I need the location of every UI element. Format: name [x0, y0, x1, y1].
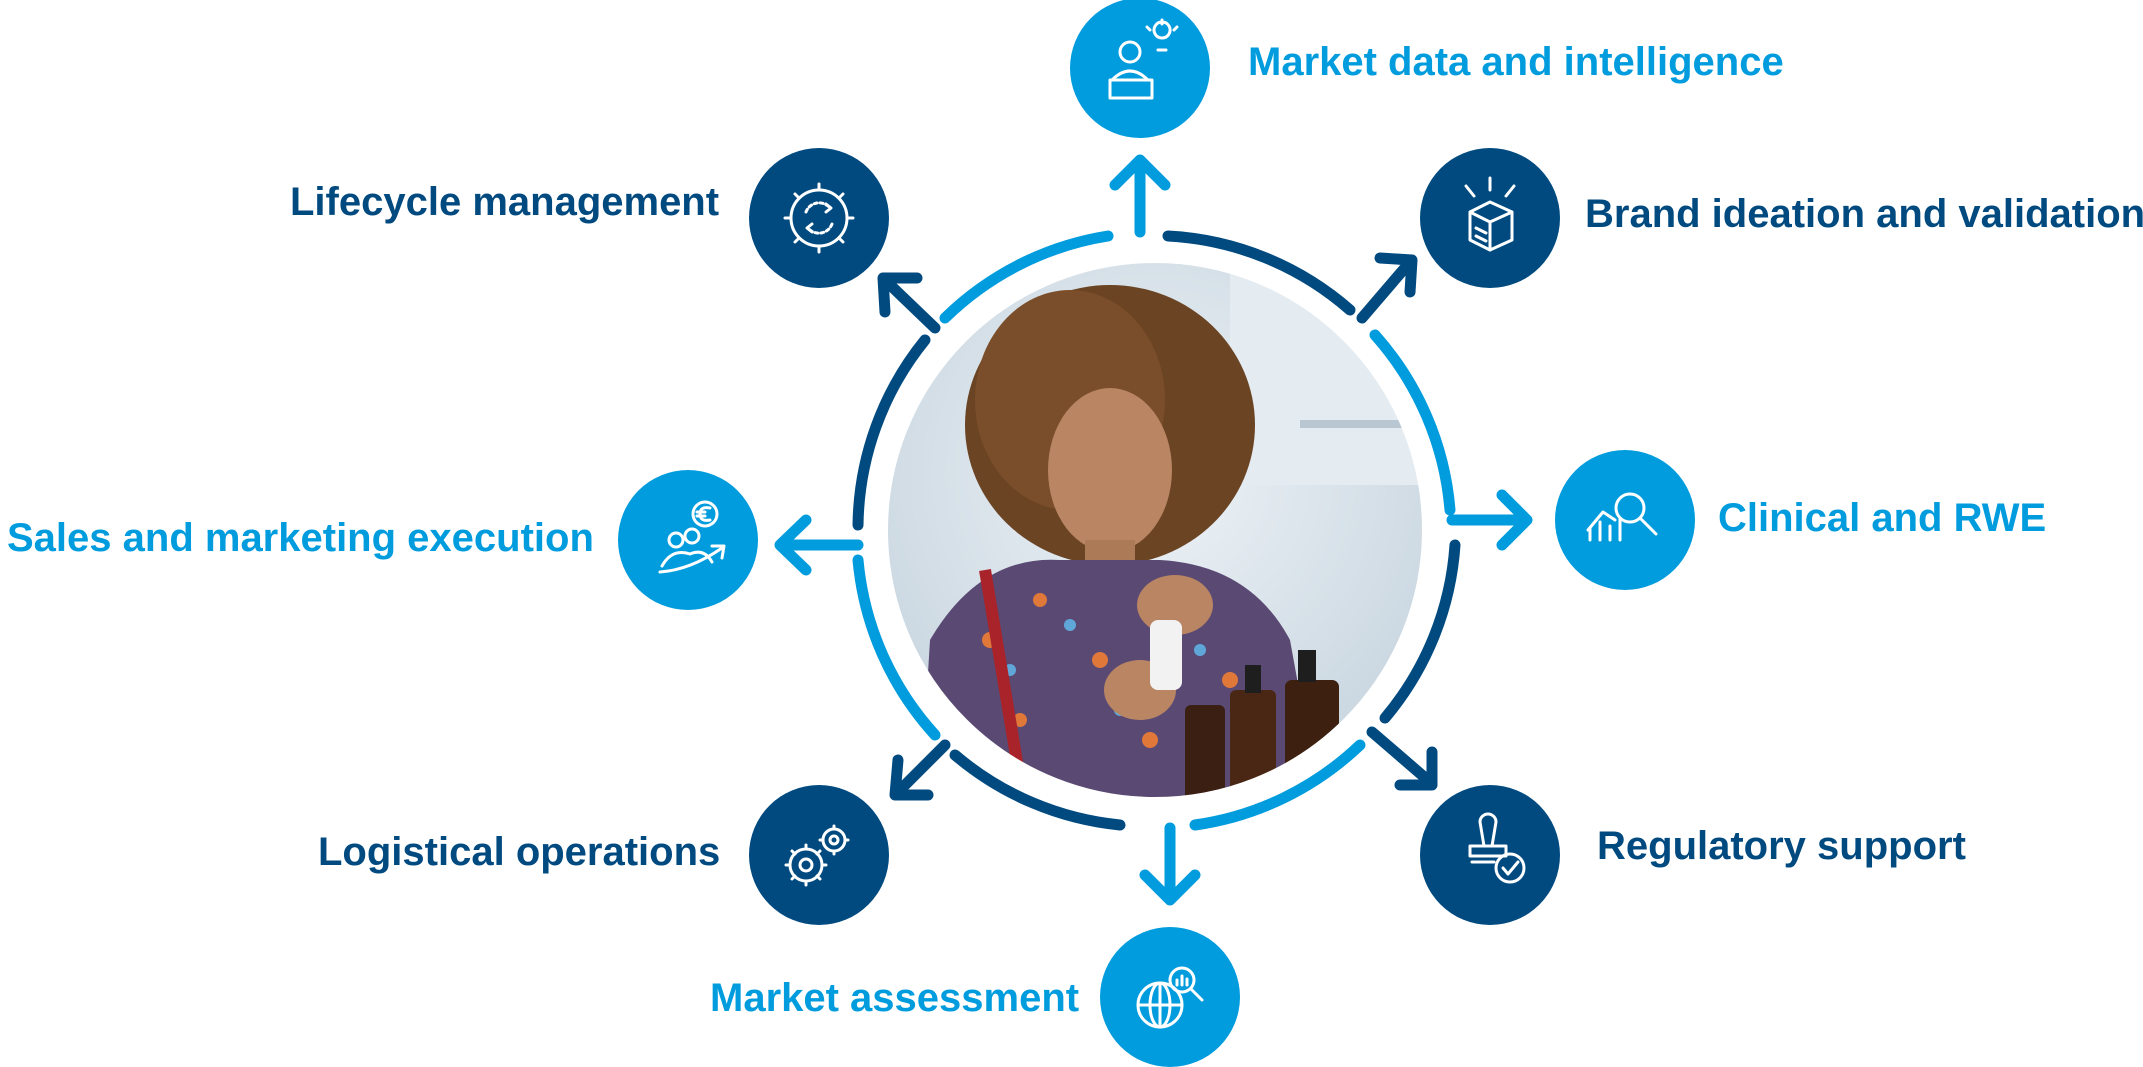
node-market-data-circle	[1070, 0, 1210, 138]
people-euro-growth-icon	[658, 500, 726, 574]
arrow-up	[1109, 154, 1171, 238]
label-logistical: Logistical operations	[318, 830, 721, 874]
arrow-up-left	[877, 272, 941, 334]
arrow-left	[774, 514, 864, 576]
label-brand-ideation: Brand ideation and validation	[1585, 192, 2143, 236]
arrow-down-right	[1366, 726, 1438, 791]
cycle-arrows	[774, 154, 1533, 906]
gear-cycle-icon	[783, 182, 855, 254]
gears-icon	[784, 824, 850, 887]
label-market-data: Market data and intelligence	[1248, 40, 1784, 84]
label-market-assessment: Market assessment	[710, 976, 1080, 1020]
person-lightbulb-icon	[1108, 18, 1179, 100]
arrow-right	[1446, 489, 1533, 551]
node-brand-ideation-circle	[1420, 148, 1560, 288]
label-regulatory: Regulatory support	[1597, 824, 1966, 868]
label-lifecycle: Lifecycle management	[290, 180, 720, 224]
box-idea-icon	[1464, 176, 1516, 252]
globe-magnifier-icon	[1136, 966, 1204, 1029]
label-clinical-rwe: Clinical and RWE	[1718, 496, 2047, 540]
arrow-up-right	[1356, 252, 1418, 324]
cycle-ring	[852, 230, 1461, 831]
node-lifecycle-circle	[749, 148, 889, 288]
center-photo	[885, 260, 1425, 800]
label-sales-marketing: Sales and marketing execution	[7, 516, 594, 560]
chart-magnifier-icon	[1586, 492, 1658, 542]
arrow-down	[1139, 822, 1201, 906]
stamp-check-icon	[1468, 812, 1526, 884]
arrow-down-left	[889, 739, 951, 801]
